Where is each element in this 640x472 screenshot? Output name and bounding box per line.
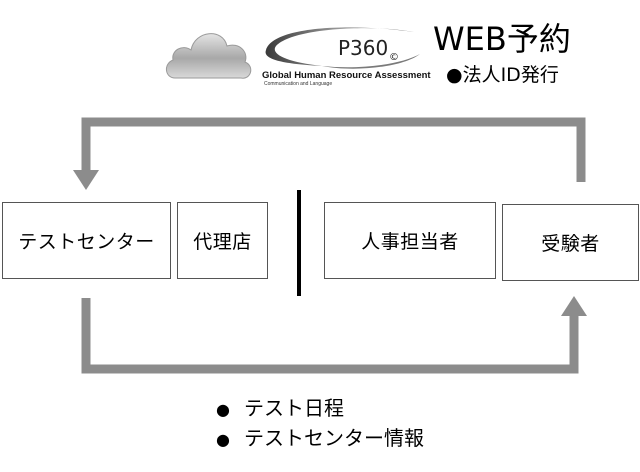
test-center-label: テストセンター — [18, 231, 155, 253]
list-item-label: テストセンター情報 — [244, 426, 424, 450]
list-item: ● テストセンター情報 — [216, 423, 424, 453]
agency-label: 代理店 — [193, 231, 252, 253]
copyright-mark: © — [389, 52, 399, 63]
test-center-box: テストセンター — [2, 202, 171, 279]
logo-text: P360 — [338, 36, 389, 60]
cloud-icon — [166, 33, 252, 79]
bullet-icon: ● — [216, 400, 230, 419]
hr-manager-box: 人事担当者 — [324, 202, 496, 279]
list-item-label: テスト日程 — [244, 396, 344, 420]
swoosh-logo-icon — [265, 27, 420, 69]
corporate-id-note: ●法人ID発行 — [446, 64, 559, 86]
examinee-label: 受験者 — [541, 233, 600, 255]
org-subtitle: Communication and Language — [264, 81, 333, 87]
bullet-icon: ● — [216, 430, 230, 449]
hr-manager-label: 人事担当者 — [361, 231, 459, 253]
top-flow-arrow — [73, 117, 586, 190]
examinee-box: 受験者 — [502, 204, 639, 281]
bottom-flow-arrow — [81, 296, 587, 374]
info-list: ● テスト日程 ● テストセンター情報 — [216, 393, 424, 453]
page-title: WEB予約 — [433, 20, 571, 58]
org-name: Global Human Resource Assessment — [262, 70, 431, 81]
agency-box: 代理店 — [177, 202, 268, 279]
list-item: ● テスト日程 — [216, 393, 424, 423]
